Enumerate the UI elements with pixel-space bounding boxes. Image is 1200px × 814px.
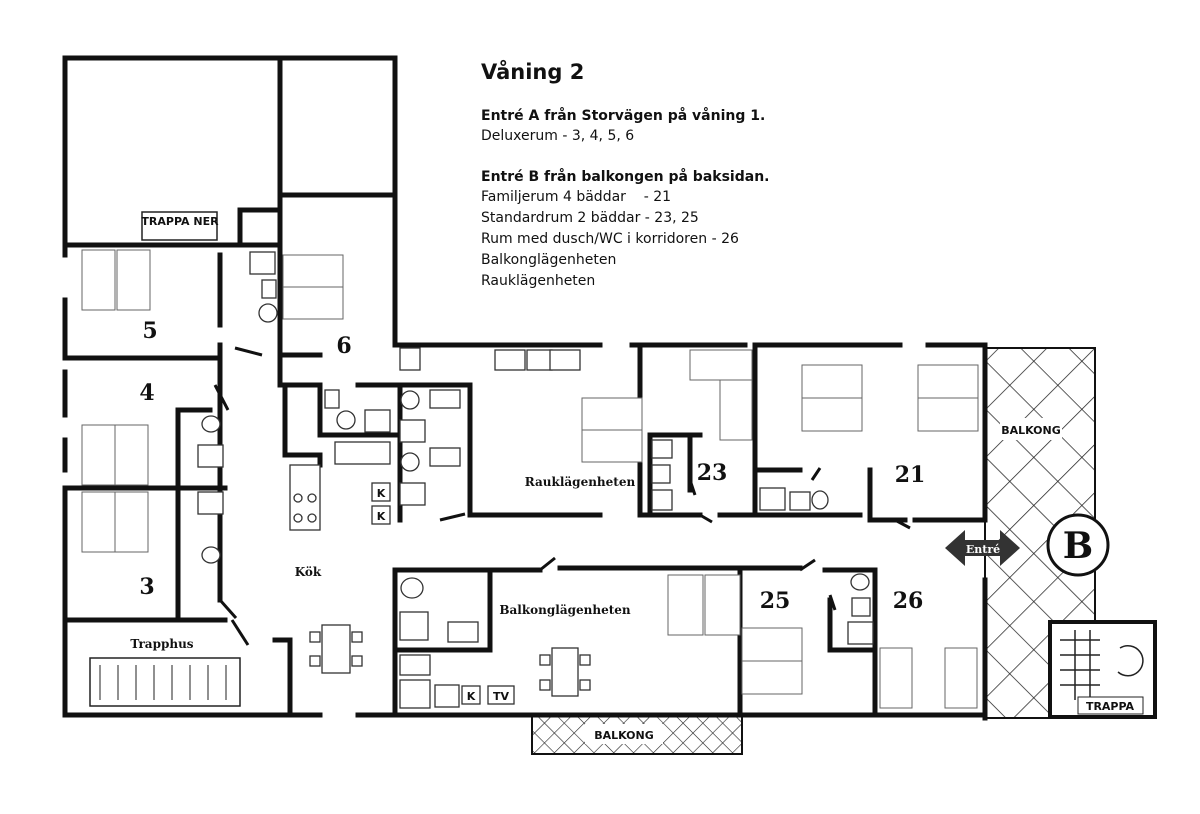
stairwell-trapphus (89, 657, 241, 707)
walls (62, 55, 988, 721)
legend-line: Rum med dusch/WC i korridoren - 26 (481, 231, 739, 247)
room-6-label: 6 (336, 333, 351, 359)
tv-label: TV (493, 690, 510, 703)
k-label: K (377, 487, 386, 500)
room-23-label: 23 (697, 460, 728, 486)
balcony-bottom-label: BALKONG (594, 729, 654, 742)
entrance-b-badge (1046, 513, 1110, 577)
entrance-a-heading: Entré A från Storvägen på våning 1. (481, 108, 766, 124)
legend-line: Familjerum 4 bäddar - 21 (481, 189, 672, 205)
bathroom-fixtures (197, 251, 874, 709)
trappa-label: TRAPPA (1086, 700, 1135, 713)
k-label: K (467, 690, 476, 703)
entrance-arrow: Entré (945, 530, 1020, 566)
kitchen-label: Kök (295, 565, 322, 579)
legend-line: Deluxerum - 3, 4, 5, 6 (481, 128, 635, 144)
k-label: K (377, 510, 386, 523)
entrance-b-letter: B (1063, 525, 1093, 567)
room-21-label: 21 (895, 462, 926, 488)
legend-line: Balkonglägenheten (481, 252, 617, 268)
legend-line: Rauklägenheten (481, 273, 596, 289)
room-3-label: 3 (139, 574, 154, 600)
room-5-label: 5 (142, 318, 157, 344)
floor-title: Våning 2 (481, 60, 585, 84)
svg-text:Entré: Entré (966, 543, 1000, 556)
rauk-apartment-label: Rauklägenheten (525, 475, 636, 489)
legend-line: Standardrum 2 bäddar - 23, 25 (481, 210, 699, 226)
balcony-apartment-label: Balkonglägenheten (499, 603, 631, 617)
stairs-down: TRAPPA NER (141, 211, 219, 241)
entrance-b-heading: Entré B från balkongen på baksidan. (481, 169, 770, 185)
dining-tables (309, 624, 591, 697)
balcony-right-label: BALKONG (1001, 424, 1061, 437)
stairwell-right: TRAPPA (1048, 620, 1157, 719)
room-4-label: 4 (139, 380, 154, 406)
svg-text:TRAPPA NER: TRAPPA NER (141, 215, 219, 228)
beds (81, 249, 979, 709)
doors (213, 346, 911, 646)
trapphus-label: Trapphus (130, 637, 193, 651)
room-25-label: 25 (760, 588, 791, 614)
legend: Våning 2 Entré A från Storvägen på vånin… (481, 60, 769, 292)
room-26-label: 26 (893, 588, 924, 614)
